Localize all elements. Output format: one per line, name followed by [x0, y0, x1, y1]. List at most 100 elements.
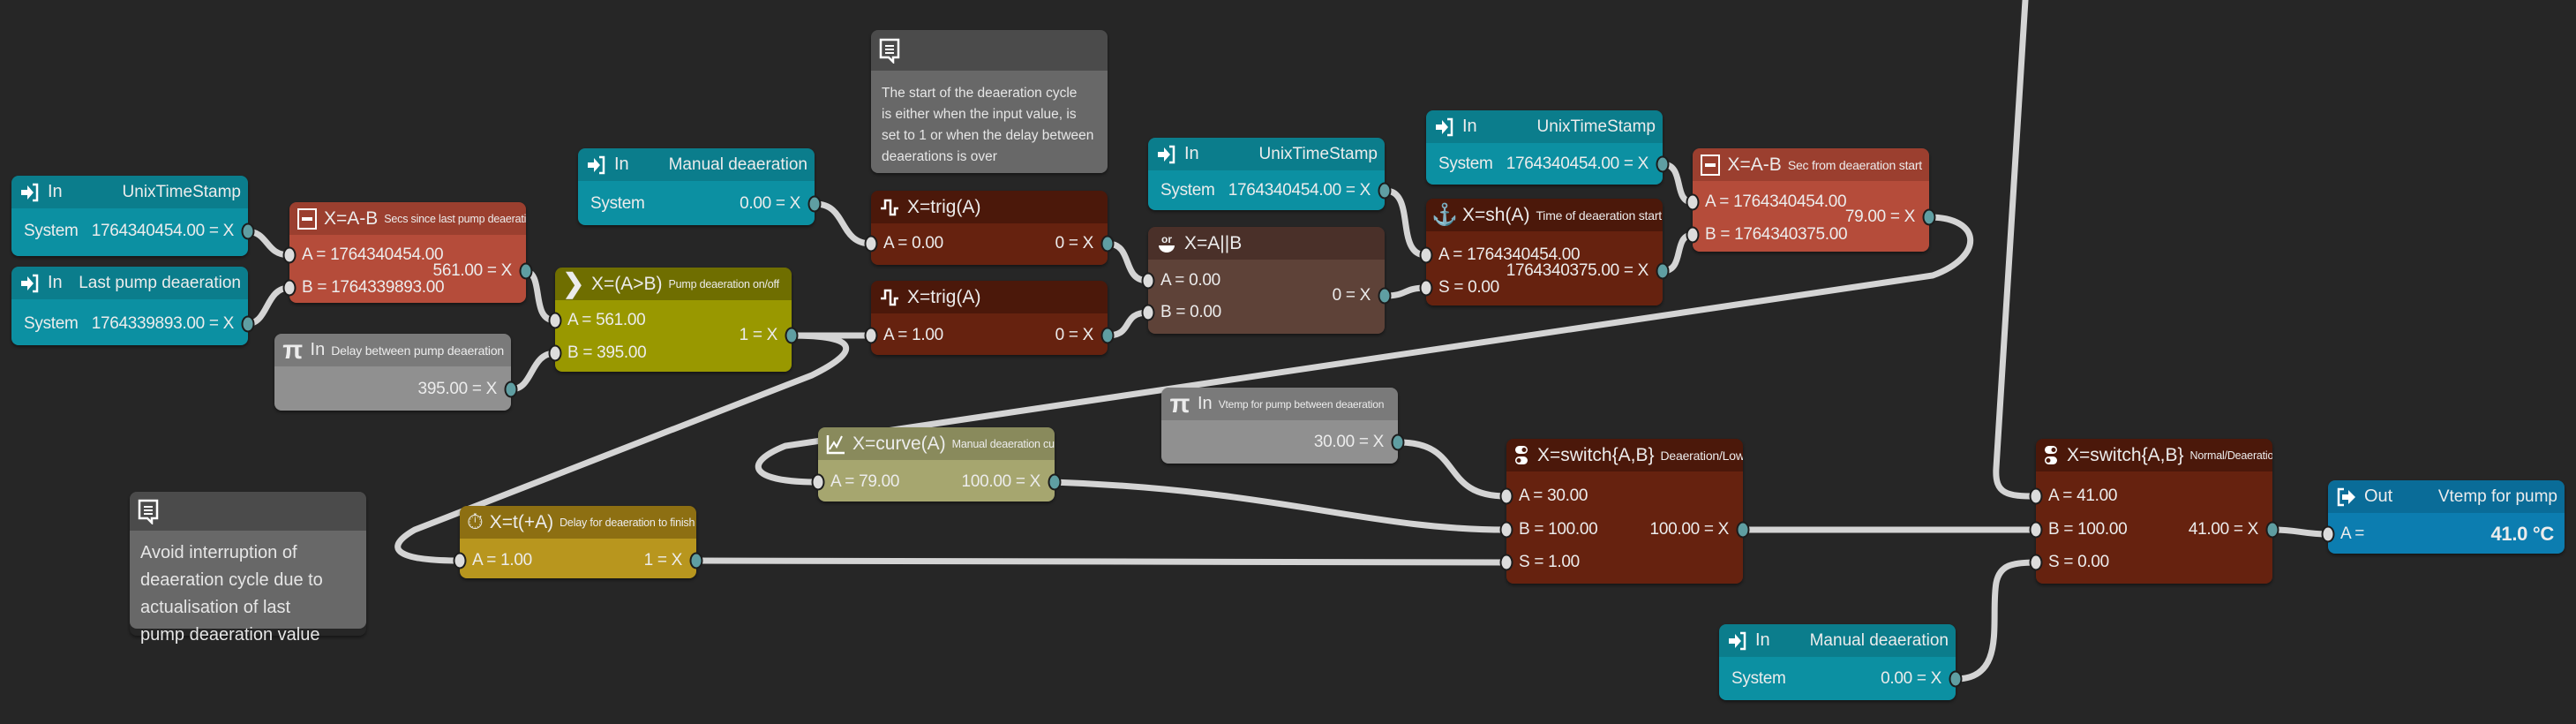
- input-a-value: A = 41.00: [2048, 486, 2118, 505]
- output-port[interactable]: [504, 381, 518, 398]
- input-port-a[interactable]: [2321, 525, 2335, 543]
- node-kind: In: [1462, 117, 1477, 136]
- node-header[interactable]: X=switch{A,B} Deaeration/Low: [1506, 439, 1743, 471]
- output-port[interactable]: [1100, 235, 1115, 253]
- input-port-a[interactable]: [864, 235, 878, 253]
- output-port[interactable]: [1922, 208, 1936, 226]
- node-header[interactable]: In Manual deaeration: [1719, 624, 1956, 657]
- trigger-node-1[interactable]: X=trig(A) A = 0.00 0 = X: [864, 191, 1115, 265]
- output-port[interactable]: [785, 327, 799, 344]
- input-port-a[interactable]: [2029, 487, 2043, 505]
- node-header[interactable]: In UnixTimeStamp: [1426, 110, 1663, 143]
- sample-hold-node[interactable]: ⚓ X=sh(A) Time of deaeration start A = 1…: [1419, 199, 1670, 305]
- input-port-s[interactable]: [1499, 554, 1513, 571]
- node-header[interactable]: X=switch{A,B} Normal/Deaeration: [2036, 439, 2272, 471]
- input-node-manual-deaeration[interactable]: In Manual deaeration System 0.00 = X: [578, 148, 822, 225]
- input-port-a[interactable]: [864, 327, 878, 344]
- node-header[interactable]: ⚓ X=sh(A) Time of deaeration start: [1426, 199, 1663, 231]
- output-port[interactable]: [1656, 262, 1670, 280]
- output-port[interactable]: [2265, 521, 2279, 539]
- comment-node-avoid-interruption[interactable]: Avoid interruption of deaeration cycle d…: [130, 492, 366, 645]
- output-port[interactable]: [241, 222, 255, 240]
- node-header[interactable]: [130, 492, 366, 531]
- input-node-unixtimestamp[interactable]: In UnixTimeStamp System 1764340454.00 = …: [11, 176, 255, 256]
- input-port-a[interactable]: [1686, 193, 1700, 211]
- node-header[interactable]: X=A-B Sec from deaeration start: [1693, 148, 1929, 181]
- constant-node-vtemp[interactable]: π In Vtemp for pump between deaeration 3…: [1161, 388, 1405, 464]
- output-port[interactable]: [807, 195, 822, 213]
- input-port-a[interactable]: [811, 473, 825, 491]
- input-port-a[interactable]: [1499, 487, 1513, 505]
- input-port-a[interactable]: [548, 312, 562, 329]
- output-port[interactable]: [1378, 182, 1392, 200]
- node-header[interactable]: In UnixTimeStamp: [11, 176, 248, 208]
- output-value: 1764340454.00 = X: [91, 222, 235, 240]
- switch-node-normal-deaeration[interactable]: X=switch{A,B} Normal/Deaeration A = 41.0…: [2029, 439, 2279, 584]
- output-port[interactable]: [1100, 327, 1115, 344]
- input-port-b[interactable]: [282, 279, 297, 297]
- output-port[interactable]: [1656, 155, 1670, 173]
- curve-node-manual-deaeration[interactable]: X=curve(A) Manual deaeration curve A = 7…: [811, 427, 1062, 502]
- input-port-b[interactable]: [1499, 521, 1513, 539]
- node-header[interactable]: X=A-B Secs since last pump deaeration: [289, 202, 526, 235]
- output-port[interactable]: [1378, 287, 1392, 305]
- node-header[interactable]: X=curve(A) Manual deaeration curve: [818, 427, 1055, 460]
- input-port-s[interactable]: [1419, 279, 1433, 297]
- input-node-last-pump-deaeration[interactable]: In Last pump deaeration System 176433989…: [11, 267, 255, 345]
- output-port[interactable]: [241, 315, 255, 333]
- output-port[interactable]: [1048, 473, 1062, 491]
- node-header[interactable]: In UnixTimeStamp: [1148, 138, 1385, 170]
- input-port-a[interactable]: [1141, 272, 1155, 290]
- node-header[interactable]: [871, 30, 1108, 71]
- node-header[interactable]: or X=A||B: [1148, 227, 1385, 260]
- output-value: 395.00 = X: [417, 380, 498, 398]
- input-port-a[interactable]: [282, 246, 297, 264]
- input-port-s[interactable]: [2029, 554, 2043, 571]
- input-node-unixtimestamp[interactable]: In UnixTimeStamp System 1764340454.00 = …: [1426, 110, 1670, 185]
- input-port-a[interactable]: [453, 552, 467, 569]
- timer-node-delay-finish[interactable]: ⏱ X=t(+A) Delay for deaeration to finish…: [453, 506, 703, 578]
- node-header[interactable]: X=trig(A): [871, 191, 1108, 223]
- wire: [507, 350, 559, 393]
- input-node-unixtimestamp[interactable]: In UnixTimeStamp System 1764340454.00 = …: [1148, 138, 1392, 210]
- subtract-node-sec-from-start[interactable]: X=A-B Sec from deaeration start A = 1764…: [1686, 148, 1936, 252]
- comment-icon: [137, 499, 160, 524]
- output-value: 1764339893.00 = X: [91, 314, 235, 333]
- node-header[interactable]: X=trig(A): [871, 281, 1108, 313]
- output-port[interactable]: [519, 262, 533, 280]
- input-b-value: B = 100.00: [2048, 520, 2128, 539]
- input-port-b[interactable]: [1141, 304, 1155, 321]
- output-port[interactable]: [1949, 670, 1963, 688]
- comment-node-deaeration-start[interactable]: The start of the deaeration cycle is eit…: [871, 30, 1108, 173]
- subtract-node-secs-since-last[interactable]: X=A-B Secs since last pump deaeration A …: [282, 202, 533, 303]
- trigger-node-2[interactable]: X=trig(A) A = 1.00 0 = X: [864, 281, 1115, 355]
- output-value: 0.00 = X: [1881, 669, 1941, 688]
- input-port-b[interactable]: [2029, 521, 2043, 539]
- output-node-vtemp-for-pump[interactable]: Out Vtemp for pump A = 41.0 °C: [2321, 480, 2565, 554]
- input-port-b[interactable]: [1686, 226, 1700, 244]
- input-node-manual-deaeration[interactable]: In Manual deaeration System 0.00 = X: [1719, 624, 1963, 700]
- output-value: 1 = X: [739, 326, 778, 344]
- node-header[interactable]: π In Vtemp for pump between deaeration: [1161, 388, 1398, 420]
- input-port-b[interactable]: [548, 344, 562, 362]
- output-port[interactable]: [1736, 521, 1750, 539]
- input-port-a[interactable]: [1419, 246, 1433, 264]
- node-header[interactable]: ⏱ X=t(+A) Delay for deaeration to finish: [460, 506, 696, 539]
- node-header[interactable]: In Last pump deaeration: [11, 267, 248, 299]
- output-port[interactable]: [689, 552, 703, 569]
- source-label: System: [1438, 155, 1493, 173]
- output-value: 1 = X: [643, 551, 683, 569]
- node-kind: In: [310, 340, 326, 359]
- constant-node-delay[interactable]: π In Delay between pump deaeration 395.0…: [274, 334, 518, 411]
- node-title: Deaeration/Low: [1660, 448, 1744, 463]
- compare-node-pump-deaeration[interactable]: ❯ X=(A>B) Pump deaeration on/off A = 561…: [548, 268, 799, 372]
- node-formula: X=switch{A,B}: [1537, 444, 1655, 465]
- node-title: UnixTimeStamp: [122, 182, 241, 201]
- node-header[interactable]: Out Vtemp for pump: [2328, 480, 2565, 513]
- node-header[interactable]: In Manual deaeration: [578, 148, 815, 181]
- or-node[interactable]: or X=A||B A = 0.00 0 = X B = 0.00: [1141, 227, 1392, 334]
- node-header[interactable]: ❯ X=(A>B) Pump deaeration on/off: [555, 268, 792, 300]
- switch-node-deaeration-low[interactable]: X=switch{A,B} Deaeration/Low A = 30.00 B…: [1499, 439, 1750, 584]
- output-port[interactable]: [1391, 434, 1405, 451]
- node-header[interactable]: π In Delay between pump deaeration: [274, 334, 511, 366]
